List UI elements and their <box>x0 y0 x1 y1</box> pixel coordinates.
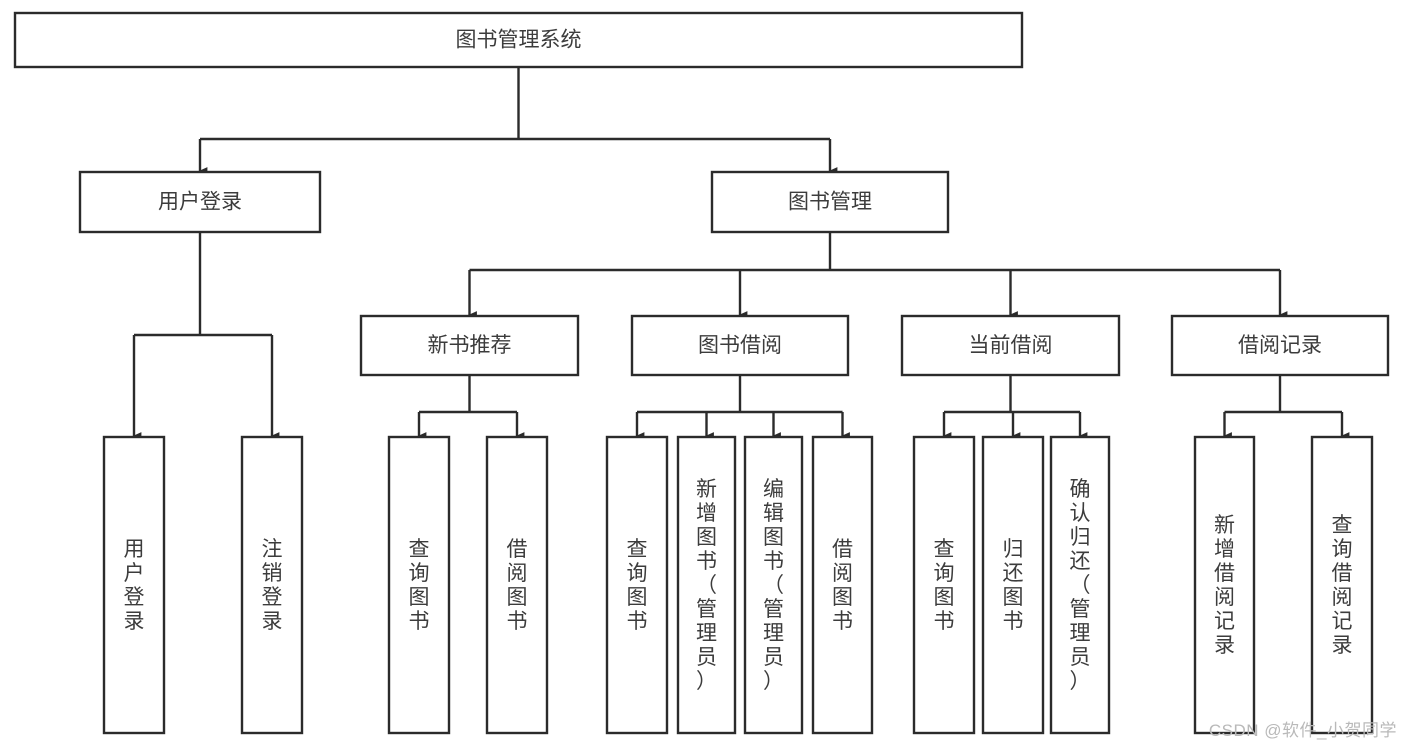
node-leaf-rec-borrow-book[interactable]: 借阅图书 <box>485 435 549 735</box>
node-leaf-rec-query-book-label: 查询图书 <box>409 538 430 633</box>
node-leaf-br-add-record[interactable]: 新增借阅记录 <box>1193 435 1256 735</box>
node-leaf-cb-query-book-rect <box>912 435 976 735</box>
node-book-borrow-label: 图书借阅 <box>698 334 782 357</box>
node-root-rect <box>13 11 1024 69</box>
node-leaf-user-logout[interactable]: 注销登录 <box>240 435 304 735</box>
node-leaf-br-query-record-rect <box>1310 435 1374 735</box>
node-current-borrow-label: 当前借阅 <box>969 334 1053 357</box>
node-leaf-br-query-record-label: 查询借阅记录 <box>1332 514 1353 657</box>
node-book-manage[interactable]: 图书管理 <box>710 170 950 234</box>
node-book-manage-label: 图书管理 <box>788 191 872 214</box>
node-leaf-cb-return-book-label: 归还图书 <box>1003 538 1024 633</box>
node-current-borrow-rect <box>900 314 1121 377</box>
node-leaf-bb-add-book[interactable]: 新增图书（管理员） <box>676 435 737 735</box>
node-leaf-br-add-record-label: 新增借阅记录 <box>1214 514 1235 657</box>
node-leaf-user-login-label: 用户登录 <box>124 538 145 633</box>
node-leaf-user-login[interactable]: 用户登录 <box>102 435 166 735</box>
node-borrow-record-rect <box>1170 314 1390 377</box>
node-new-book-rec[interactable]: 新书推荐 <box>359 314 580 377</box>
node-leaf-bb-query-book[interactable]: 查询图书 <box>605 435 669 735</box>
node-leaf-user-logout-label: 注销登录 <box>262 538 283 633</box>
node-leaf-bb-add-book-rect <box>676 435 737 735</box>
node-leaf-rec-borrow-book-label: 借阅图书 <box>507 538 528 633</box>
node-current-borrow[interactable]: 当前借阅 <box>900 314 1121 377</box>
node-book-borrow-rect <box>630 314 850 377</box>
node-leaf-bb-query-book-rect <box>605 435 669 735</box>
node-borrow-record[interactable]: 借阅记录 <box>1170 314 1390 377</box>
node-new-book-rec-rect <box>359 314 580 377</box>
node-root-label: 图书管理系统 <box>456 29 582 52</box>
node-leaf-rec-borrow-book-rect <box>485 435 549 735</box>
node-borrow-record-label: 借阅记录 <box>1238 334 1322 357</box>
node-leaf-user-logout-rect <box>240 435 304 735</box>
node-user-login-rect <box>78 170 322 234</box>
node-leaf-cb-return-book[interactable]: 归还图书 <box>981 435 1045 735</box>
node-book-manage-rect <box>710 170 950 234</box>
node-leaf-cb-confirm-return-rect <box>1049 435 1111 735</box>
node-leaf-rec-query-book-rect <box>387 435 451 735</box>
node-leaf-cb-query-book-label: 查询图书 <box>934 538 955 633</box>
node-book-borrow[interactable]: 图书借阅 <box>630 314 850 377</box>
node-leaf-rec-query-book[interactable]: 查询图书 <box>387 435 451 735</box>
node-leaf-bb-add-book-label: 新增图书（管理员） <box>696 478 717 693</box>
node-leaf-br-query-record[interactable]: 查询借阅记录 <box>1310 435 1374 735</box>
node-leaf-bb-edit-book[interactable]: 编辑图书（管理员） <box>743 435 804 735</box>
node-leaf-bb-edit-book-label: 编辑图书（管理员） <box>763 478 784 693</box>
node-leaf-bb-borrow-book[interactable]: 借阅图书 <box>811 435 874 735</box>
node-leaf-bb-edit-book-rect <box>743 435 804 735</box>
node-leaf-bb-borrow-book-rect <box>811 435 874 735</box>
node-leaf-user-login-rect <box>102 435 166 735</box>
node-leaf-bb-borrow-book-label: 借阅图书 <box>832 538 853 633</box>
node-user-login[interactable]: 用户登录 <box>78 170 322 234</box>
node-leaf-cb-return-book-rect <box>981 435 1045 735</box>
node-leaf-br-add-record-rect <box>1193 435 1256 735</box>
connector-layer <box>132 67 1350 440</box>
node-leaf-cb-confirm-return[interactable]: 确认归还（管理员） <box>1049 435 1111 735</box>
node-leaf-cb-confirm-return-label: 确认归还（管理员） <box>1070 478 1091 693</box>
watermark-label: CSDN @软件_小贺同学 <box>1208 721 1397 740</box>
node-leaf-bb-query-book-label: 查询图书 <box>627 538 648 633</box>
node-user-login-label: 用户登录 <box>158 191 242 214</box>
node-leaf-cb-query-book[interactable]: 查询图书 <box>912 435 976 735</box>
node-layer: 图书管理系统用户登录图书管理新书推荐图书借阅当前借阅借阅记录用户登录注销登录查询… <box>13 11 1390 735</box>
node-root[interactable]: 图书管理系统 <box>13 11 1024 69</box>
node-new-book-rec-label: 新书推荐 <box>428 334 512 357</box>
